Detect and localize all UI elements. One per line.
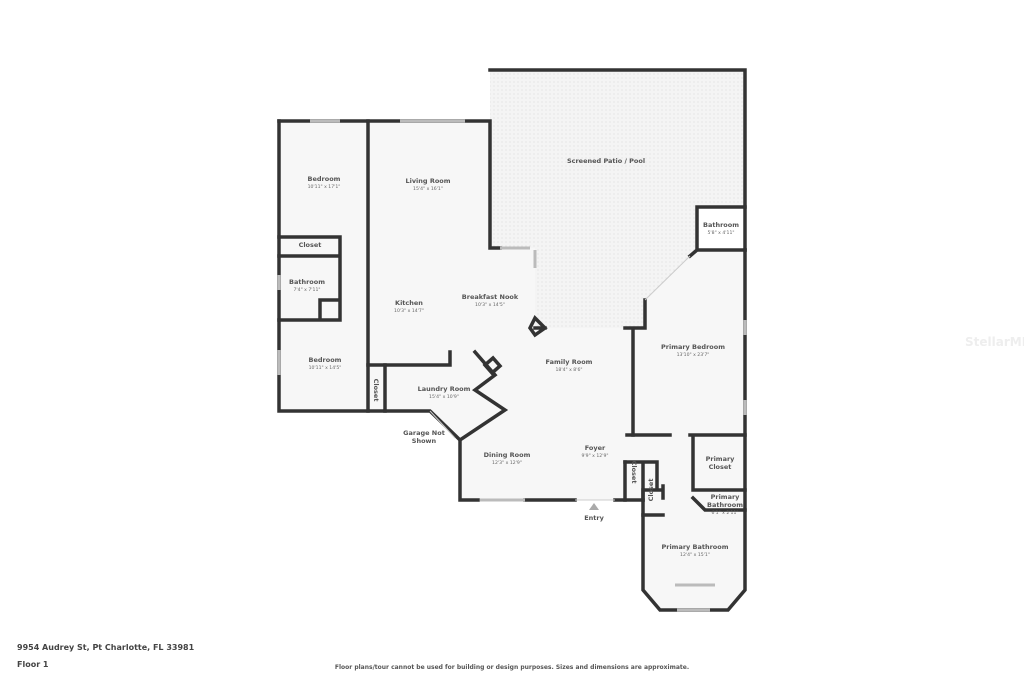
bathroom1-name: Bathroom <box>289 278 325 286</box>
laundry-dims: 15'4" x 10'9" <box>429 394 459 400</box>
patio-name: Screened Patio / Pool <box>567 157 645 165</box>
kitchen-dims: 10'3" x 14'7" <box>394 308 424 314</box>
garage-line1: Garage Not <box>403 429 445 437</box>
primary-bath-dims: 12'4" x 15'1" <box>680 552 710 558</box>
address: 9954 Audrey St, Pt Charlotte, FL 33981 <box>17 643 195 652</box>
bedroom2-name: Bedroom <box>309 356 342 364</box>
primary-bed-dims: 13'10" x 23'7" <box>677 352 710 358</box>
patio-area <box>490 70 745 328</box>
bathroom2-dims: 5'8" x 4'11" <box>707 230 734 236</box>
living-name: Living Room <box>405 177 450 185</box>
nook-dims: 10'3" x 14'5" <box>475 302 505 308</box>
room-labels: Bedroom 10'11" x 17'1" Closet Bathroom 7… <box>289 157 743 558</box>
nook-name: Breakfast Nook <box>462 293 519 301</box>
bathroom2-name: Bathroom <box>703 221 739 229</box>
kitchen-name: Kitchen <box>395 299 423 307</box>
closet4-name: Closet <box>647 479 655 502</box>
windows <box>277 119 747 612</box>
entry-label: Entry <box>584 514 604 522</box>
closet2-name: Closet <box>372 379 380 402</box>
primary-bath-small-line1: Primary <box>711 493 741 501</box>
watermark: StellarMLS <box>965 335 1024 349</box>
foyer-dims: 9'9" x 12'9" <box>581 453 608 459</box>
living-dims: 15'4" x 16'1" <box>413 186 443 192</box>
primary-bath-small-line2: Bathroom <box>707 501 743 509</box>
interior-floor <box>279 121 745 610</box>
primary-bath-name: Primary Bathroom <box>661 543 728 551</box>
bedroom1-name: Bedroom <box>308 175 341 183</box>
family-dims: 18'4" x 8'6" <box>555 367 582 373</box>
floor-label: Floor 1 <box>17 660 49 669</box>
entry-arrow-icon <box>589 503 599 510</box>
foyer-name: Foyer <box>585 444 606 452</box>
bedroom2-dims: 10'11" x 14'5" <box>309 365 342 371</box>
primary-closet-line2: Closet <box>709 463 732 471</box>
bedroom1-dims: 10'11" x 17'1" <box>308 184 341 190</box>
primary-bath-small-dims: 6'1" x 2'11" <box>711 510 738 516</box>
dining-name: Dining Room <box>484 451 531 459</box>
bathroom1-dims: 7'4" x 7'11" <box>293 287 320 293</box>
closet3-name: Closet <box>630 461 638 484</box>
disclaimer: Floor plans/tour cannot be used for buil… <box>334 664 690 671</box>
laundry-name: Laundry Room <box>418 385 471 393</box>
primary-bed-name: Primary Bedroom <box>661 343 725 351</box>
primary-closet-line1: Primary <box>706 455 736 463</box>
garage-line2: Shown <box>412 437 437 445</box>
closet1-name: Closet <box>299 241 322 249</box>
family-name: Family Room <box>546 358 593 366</box>
dining-dims: 12'3" x 12'9" <box>492 460 522 466</box>
